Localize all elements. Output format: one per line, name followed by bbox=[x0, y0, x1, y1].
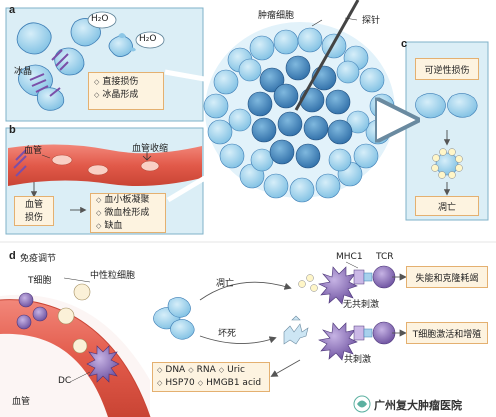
panel-b-letter: b bbox=[9, 124, 16, 136]
reversible-damage-box: 可逆性损伤 bbox=[415, 58, 479, 80]
probe-label: 探针 bbox=[362, 16, 381, 26]
panel-d-necrosis-path bbox=[283, 315, 407, 361]
watermark-text: 广州复大肿瘤医院 bbox=[374, 399, 462, 412]
diamond-icon: ◇ bbox=[94, 78, 100, 86]
damp-hmgb1: HMGB1 acid bbox=[206, 378, 262, 388]
panel-a-letter: a bbox=[9, 4, 16, 16]
immune-regulation-label: 免疫调节 bbox=[20, 254, 57, 264]
diamond-icon: ◇ bbox=[96, 196, 102, 204]
activation-box: T细胞激活和增殖 bbox=[406, 322, 488, 344]
panel-c-cells bbox=[415, 93, 478, 196]
diamond-icon: ◇ bbox=[197, 379, 204, 387]
neutrophil-label: 中性粒细胞 bbox=[90, 271, 136, 281]
apoptosis-d-label: 凋亡 bbox=[216, 279, 235, 289]
panel-d-apoptosis-path bbox=[298, 261, 407, 305]
panel-a-item-1: 直接损伤 bbox=[102, 77, 139, 87]
anergy-label: 失能和克隆耗竭 bbox=[415, 273, 479, 284]
ice-crystal-label: 冰晶 bbox=[14, 67, 33, 77]
damp-uric: Uric bbox=[227, 365, 245, 375]
damp-dna: DNA bbox=[165, 365, 186, 375]
panel-d-letter: d bbox=[9, 250, 16, 262]
diamond-icon: ◇ bbox=[188, 366, 194, 374]
vessel-damage-line-2: 损伤 bbox=[24, 213, 43, 223]
panel-b-item-3: 缺血 bbox=[104, 221, 123, 231]
panel-c-letter: c bbox=[401, 38, 408, 50]
no-costim-label: 无共刺激 bbox=[343, 300, 380, 310]
damps-box: ◇DNA ◇RNA ◇Uric ◇HSP70 ◇HMGB1 acid bbox=[152, 362, 270, 392]
apoptosis-label: 凋亡 bbox=[437, 202, 456, 213]
panel-b-item-2: 微血栓形成 bbox=[104, 208, 150, 218]
h2o-label-1: H₂O bbox=[91, 14, 109, 24]
anergy-box: 失能和克隆耗竭 bbox=[406, 266, 488, 288]
panel-b-effects-box: ◇血小板凝聚 ◇微血栓形成 ◇缺血 bbox=[90, 193, 166, 233]
h2o-label-2: H₂O bbox=[139, 34, 157, 44]
panel-b-item-1: 血小板凝聚 bbox=[104, 195, 150, 205]
diamond-icon: ◇ bbox=[218, 366, 225, 374]
diamond-icon: ◇ bbox=[96, 209, 102, 217]
damp-hsp70: HSP70 bbox=[165, 378, 195, 388]
vessel-d-label: 血管 bbox=[12, 397, 31, 407]
t-cell-label: T细胞 bbox=[28, 276, 52, 286]
panel-b-vessel bbox=[8, 144, 202, 214]
diamond-icon: ◇ bbox=[96, 222, 102, 230]
diamond-icon: ◇ bbox=[94, 91, 100, 99]
mhc1-label: MHC1 bbox=[336, 252, 363, 262]
vessel-damage-line-1: 血管 bbox=[24, 200, 43, 210]
necrosis-label: 坏死 bbox=[218, 329, 237, 339]
panel-a-cells bbox=[16, 11, 165, 111]
tumor-mass bbox=[203, 22, 395, 203]
dc-label: DC bbox=[58, 376, 72, 386]
vasoconstriction-label: 血管收缩 bbox=[132, 144, 169, 154]
damp-rna: RNA bbox=[196, 365, 216, 375]
activation-label: T细胞激活和增殖 bbox=[412, 329, 482, 340]
diamond-icon: ◇ bbox=[157, 366, 163, 374]
panel-d-tumor-cells bbox=[153, 281, 301, 377]
reversible-damage-label: 可逆性损伤 bbox=[424, 65, 470, 76]
panel-d-vessel bbox=[0, 277, 151, 417]
panel-a-item-2: 冰晶形成 bbox=[102, 90, 139, 100]
tcr-label: TCR bbox=[376, 252, 394, 262]
panel-a-effects-box: ◇直接损伤 ◇冰晶形成 bbox=[88, 72, 164, 110]
costim-label: 共刺激 bbox=[344, 355, 372, 365]
vessel-label: 血管 bbox=[24, 146, 43, 156]
vessel-damage-box: 血管 损伤 bbox=[14, 196, 54, 226]
apoptosis-box: 凋亡 bbox=[415, 196, 479, 216]
diamond-icon: ◇ bbox=[157, 379, 163, 387]
tumor-cells-label: 肿瘤细胞 bbox=[258, 11, 295, 21]
